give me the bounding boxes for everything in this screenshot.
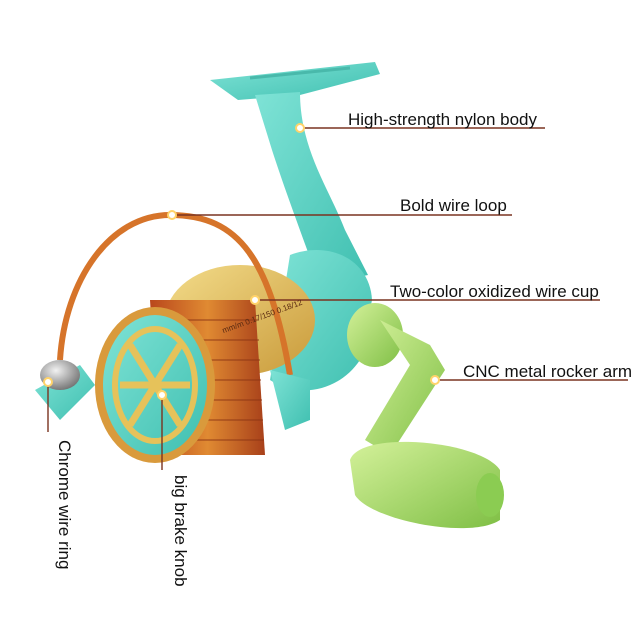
callout-body: High-strength nylon body [348,110,538,129]
leader-lines [47,127,628,470]
reel-stem [255,92,368,285]
leader-dots [43,123,440,400]
rocker-arm [365,320,445,455]
callout-brake-knob: big brake knob [171,475,190,587]
callout-wire-cup: Two-color oxidized wire cup [390,282,599,301]
callout-wire-ring: Chrome wire ring [55,440,74,570]
callout-rocker-arm: CNC metal rocker arm [463,362,633,381]
handle-knob [350,441,500,529]
handle-hub [347,303,403,367]
reel-foot-ridge [249,66,351,80]
callout-wire-loop: Bold wire loop [400,196,507,215]
reel-foot [210,62,380,100]
roller-arm [35,365,95,420]
